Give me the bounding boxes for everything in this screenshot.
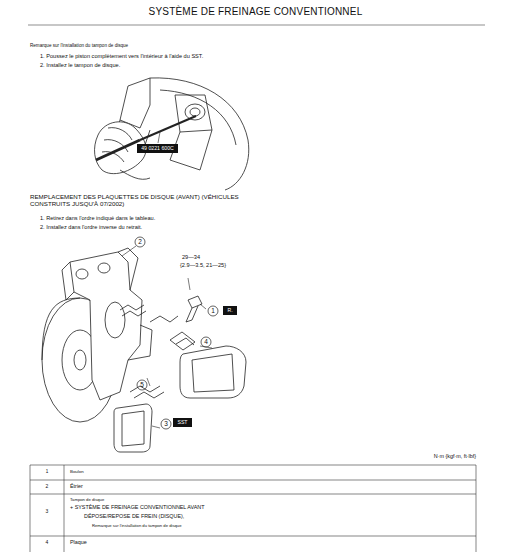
callout-number: 2: [135, 238, 145, 246]
unit-note: N·m {kgf·m, ft·lbf}: [380, 453, 476, 459]
tool-tag: R.: [223, 306, 237, 315]
torque-value: {2.9—3.5, 21—25}: [180, 262, 226, 269]
tag-text: 49 0221 600C: [141, 146, 174, 152]
instruction-text: 2. Installez le tampon de disque.: [40, 62, 120, 69]
instruction-text: Remarque sur l'installation du tampon de…: [30, 43, 128, 49]
header-rule: [28, 25, 485, 26]
piston-illustration: [95, 78, 249, 190]
table-cell: DÉPOSE/REPOSE DE FREIN (DISQUE),: [84, 513, 184, 519]
table-cell: Tampon de disque: [70, 497, 104, 502]
table-cell: + SYSTÈME DE FREINAGE CONVENTIONNEL AVAN…: [70, 504, 205, 510]
tag-text: SST: [177, 420, 187, 426]
instruction-text: 1. Retirez dans l'ordre indiqué dans le …: [40, 215, 155, 222]
table-cell: 1: [33, 469, 61, 475]
table-cell: 2: [33, 483, 61, 489]
instruction-text: 2. Installez dans l'ordre inverse du ret…: [40, 224, 142, 231]
callout-number: 3: [161, 420, 171, 428]
table-cell: 4: [33, 539, 61, 545]
page-title: SYSTÈME DE FREINAGE CONVENTIONNEL: [0, 6, 511, 18]
tool-tag: SST: [173, 418, 192, 427]
instruction-text: REMPLACEMENT DES PLAQUETTES DE DISQUE (A…: [30, 193, 270, 208]
table-cell: 3: [33, 508, 61, 514]
table-cell: Étrier: [70, 483, 83, 489]
table-cell: Remarque sur l'installation du tampon de…: [92, 523, 182, 528]
table-cell: Plaque: [70, 539, 87, 545]
table-cell: Boulon: [70, 469, 84, 474]
callout-number: 4: [201, 338, 211, 346]
callout-number: 1: [208, 307, 218, 315]
callout-number: 5: [137, 381, 147, 389]
instruction-text: 1. Poussez le piston complètement vers l…: [40, 53, 203, 60]
caliper-illustration: [42, 246, 246, 452]
parts-table: [30, 465, 476, 552]
tool-tag: 49 0221 600C: [137, 144, 178, 153]
tag-text: R.: [227, 308, 232, 314]
torque-value: 29—34: [182, 254, 200, 261]
